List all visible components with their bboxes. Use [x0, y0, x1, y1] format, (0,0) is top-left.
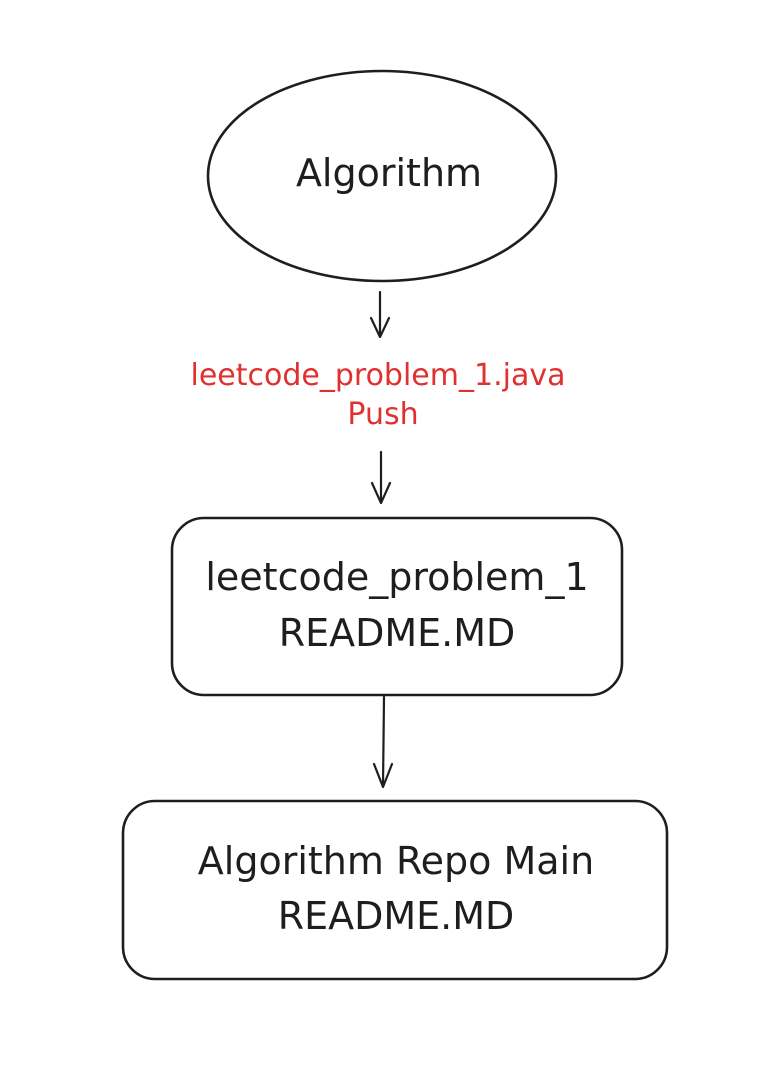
- arrow-algorithm-to-label: [369, 290, 391, 339]
- problem-readme-box: [170, 516, 624, 697]
- arrow-problem-to-repo-readme: [372, 695, 394, 789]
- algorithm-node[interactable]: Algorithm: [206, 69, 558, 283]
- edge-label-filename: leetcode_problem_1.java: [191, 358, 566, 393]
- edge-label-action: Push: [347, 397, 418, 432]
- repo-readme-filename: README.MD: [278, 894, 515, 938]
- problem-readme-node[interactable]: leetcode_problem_1 README.MD: [170, 516, 624, 697]
- problem-readme-filename: README.MD: [279, 611, 516, 655]
- edge-label: leetcode_problem_1.java Push: [191, 358, 566, 432]
- arrow-label-to-problem-readme: [370, 450, 392, 505]
- repo-readme-title: Algorithm Repo Main: [198, 839, 594, 883]
- repo-readme-node[interactable]: Algorithm Repo Main README.MD: [121, 799, 669, 981]
- problem-readme-title: leetcode_problem_1: [205, 555, 588, 599]
- algorithm-ellipse: [206, 69, 558, 283]
- repo-readme-box: [121, 799, 669, 981]
- algorithm-label: Algorithm: [296, 151, 482, 195]
